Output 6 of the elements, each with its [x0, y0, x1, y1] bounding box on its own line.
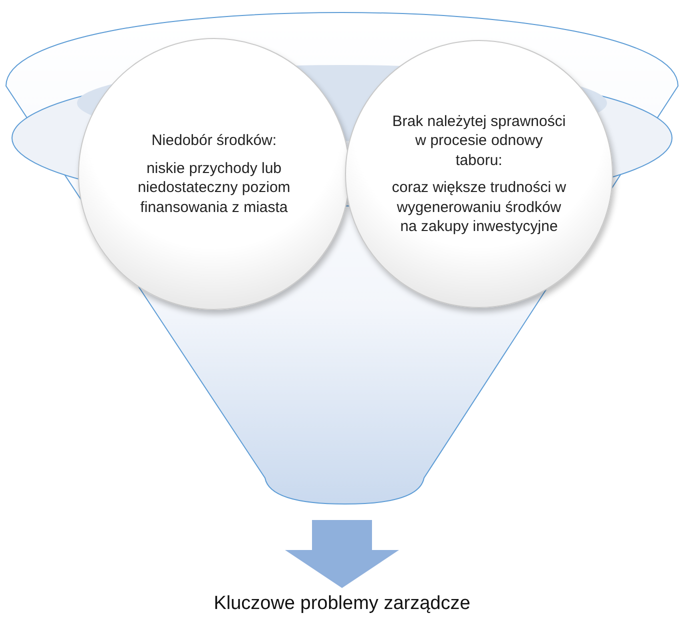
circle-text: niskie przychody lub niedostateczny poziom finansowania z miasta: [136, 158, 292, 217]
block-arrow: [285, 520, 399, 588]
circle-text: Niedobór środków:: [151, 131, 277, 150]
circle-text: Brak należytej sprawności w procesie odnowy taboru:: [391, 112, 567, 170]
circle-text: coraz większe trudności w wygenerowaniu środków na zakupy inwestycyjne: [390, 178, 568, 236]
result-label: Kluczowe problemy zarządcze: [214, 592, 470, 616]
